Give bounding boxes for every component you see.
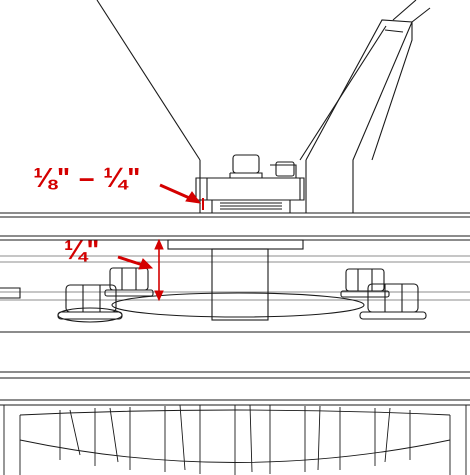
lower-fan-housing bbox=[3, 404, 467, 475]
hex-nut-right-back bbox=[340, 268, 390, 298]
hex-nut-far-left bbox=[0, 287, 21, 299]
middle-plate bbox=[0, 235, 470, 263]
lower-disc bbox=[0, 291, 470, 406]
hex-nut-left-back bbox=[104, 267, 154, 297]
top-plate bbox=[0, 212, 470, 218]
hub-nut bbox=[195, 154, 305, 214]
hex-nut-right-front bbox=[359, 283, 427, 320]
gap-range-label: ⅛" – ¼" bbox=[33, 162, 141, 193]
annotation-marks bbox=[117, 183, 204, 302]
hex-nut-left-front bbox=[57, 284, 123, 323]
central-shaft bbox=[211, 248, 269, 321]
upper-cone bbox=[96, 0, 431, 213]
height-label: ¼" bbox=[64, 235, 100, 265]
